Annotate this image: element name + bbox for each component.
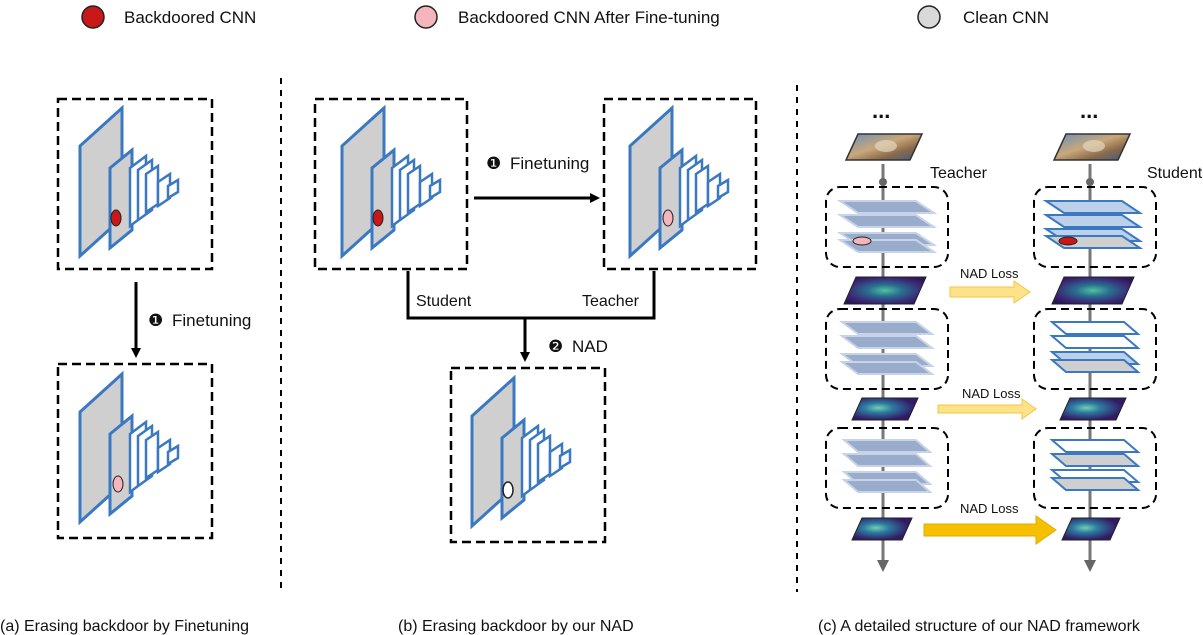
teacher-attention-map-2 — [851, 397, 919, 421]
legend-backdoored-label: Backdoored CNN — [124, 8, 256, 27]
backdoor-marker — [112, 475, 124, 493]
teacher-layers-2 — [839, 321, 935, 375]
teacher-layers-1 — [836, 200, 938, 253]
legend-finetuned-swatch — [414, 5, 438, 29]
panel-c-teacher-label: Teacher — [930, 165, 988, 182]
student-trunk-node — [1086, 178, 1094, 186]
panel-a-step-label: Finetuning — [172, 311, 251, 330]
student-attention-map-3 — [1061, 517, 1121, 541]
backdoor-marker — [1058, 236, 1078, 246]
panel-b-teacher-label: Teacher — [582, 293, 640, 310]
backdoor-marker — [502, 481, 514, 499]
panel-a-top-box — [56, 97, 214, 271]
teacher-attention-map-3 — [851, 517, 913, 541]
legend-item-backdoored: Backdoored CNN — [81, 5, 256, 29]
teacher-group-3 — [825, 427, 949, 509]
panel-a: ❶ Finetuning (a) Erasing backdoor by Fin… — [0, 97, 251, 635]
teacher-ellipsis: ... — [872, 98, 890, 123]
panel-b-step2-number: ❷ — [548, 337, 563, 356]
backdoor-marker — [852, 236, 872, 246]
teacher-group-2 — [825, 308, 949, 390]
backdoor-marker — [372, 209, 384, 227]
panel-b-step2-label: NAD — [572, 337, 608, 356]
legend-clean-swatch — [917, 5, 941, 29]
backdoor-marker — [110, 209, 122, 227]
student-group-2 — [1033, 308, 1157, 390]
panel-b-teacher-box — [602, 97, 758, 271]
student-layers-2 — [1049, 321, 1141, 373]
student-group-3 — [1033, 427, 1157, 509]
teacher-attention-map-1 — [843, 276, 927, 305]
panel-b-student-box — [313, 97, 469, 271]
panel-c: ... ... Teacher Student — [818, 98, 1203, 635]
legend: Backdoored CNN Backdoored CNN After Fine… — [81, 5, 1049, 29]
legend-clean-label: Clean CNN — [963, 8, 1049, 27]
panel-b: ❶ Finetuning Student Teacher ❷ NAD — [313, 97, 758, 635]
panel-c-caption: (c) A detailed structure of our NAD fram… — [818, 618, 1141, 635]
student-layers-3 — [1049, 439, 1141, 491]
nad-loss-label-1: NAD Loss — [960, 266, 1019, 281]
student-input-image — [1052, 133, 1132, 161]
panel-a-bottom-box — [56, 362, 214, 540]
panel-b-student-label: Student — [416, 293, 472, 310]
panel-b-step1-label: Finetuning — [510, 154, 589, 173]
panel-c-student-label: Student — [1147, 165, 1203, 182]
student-attention-map-2 — [1059, 397, 1127, 421]
nad-loss-arrow-3: NAD Loss — [923, 501, 1057, 545]
nad-loss-arrow-1: NAD Loss — [949, 266, 1031, 304]
nad-loss-arrow-2: NAD Loss — [937, 386, 1037, 420]
student-attention-map-1 — [1051, 276, 1135, 305]
panel-b-caption: (b) Erasing backdoor by our NAD — [398, 618, 634, 635]
cnn-finetuned-a — [78, 370, 180, 526]
nad-loss-label-3: NAD Loss — [960, 501, 1019, 516]
cnn-finetuned-b — [628, 104, 730, 260]
teacher-group-1 — [825, 186, 949, 268]
cnn-backdoored-b — [340, 104, 442, 260]
panel-a-caption: (a) Erasing backdoor by Finetuning — [0, 618, 249, 635]
backdoor-marker — [662, 209, 674, 227]
panel-a-step-number: ❶ — [148, 311, 163, 330]
legend-item-clean: Clean CNN — [917, 5, 1049, 29]
panel-b-merge-line — [406, 271, 656, 320]
cnn-clean-b — [470, 374, 572, 530]
student-ellipsis: ... — [1080, 98, 1098, 123]
student-group-1 — [1033, 186, 1157, 268]
teacher-layers-3 — [841, 439, 933, 493]
teacher-trunk-node — [879, 178, 887, 186]
cnn-backdoored-a — [78, 104, 180, 260]
legend-finetuned-label: Backdoored CNN After Fine-tuning — [458, 8, 720, 27]
panel-b-step1-number: ❶ — [486, 154, 501, 173]
legend-backdoored-swatch — [81, 5, 105, 29]
nad-loss-label-2: NAD Loss — [962, 386, 1021, 401]
student-layers-1 — [1042, 200, 1144, 249]
teacher-input-image — [844, 133, 924, 161]
legend-item-finetuned: Backdoored CNN After Fine-tuning — [414, 5, 720, 29]
panel-b-result-box — [449, 366, 607, 544]
